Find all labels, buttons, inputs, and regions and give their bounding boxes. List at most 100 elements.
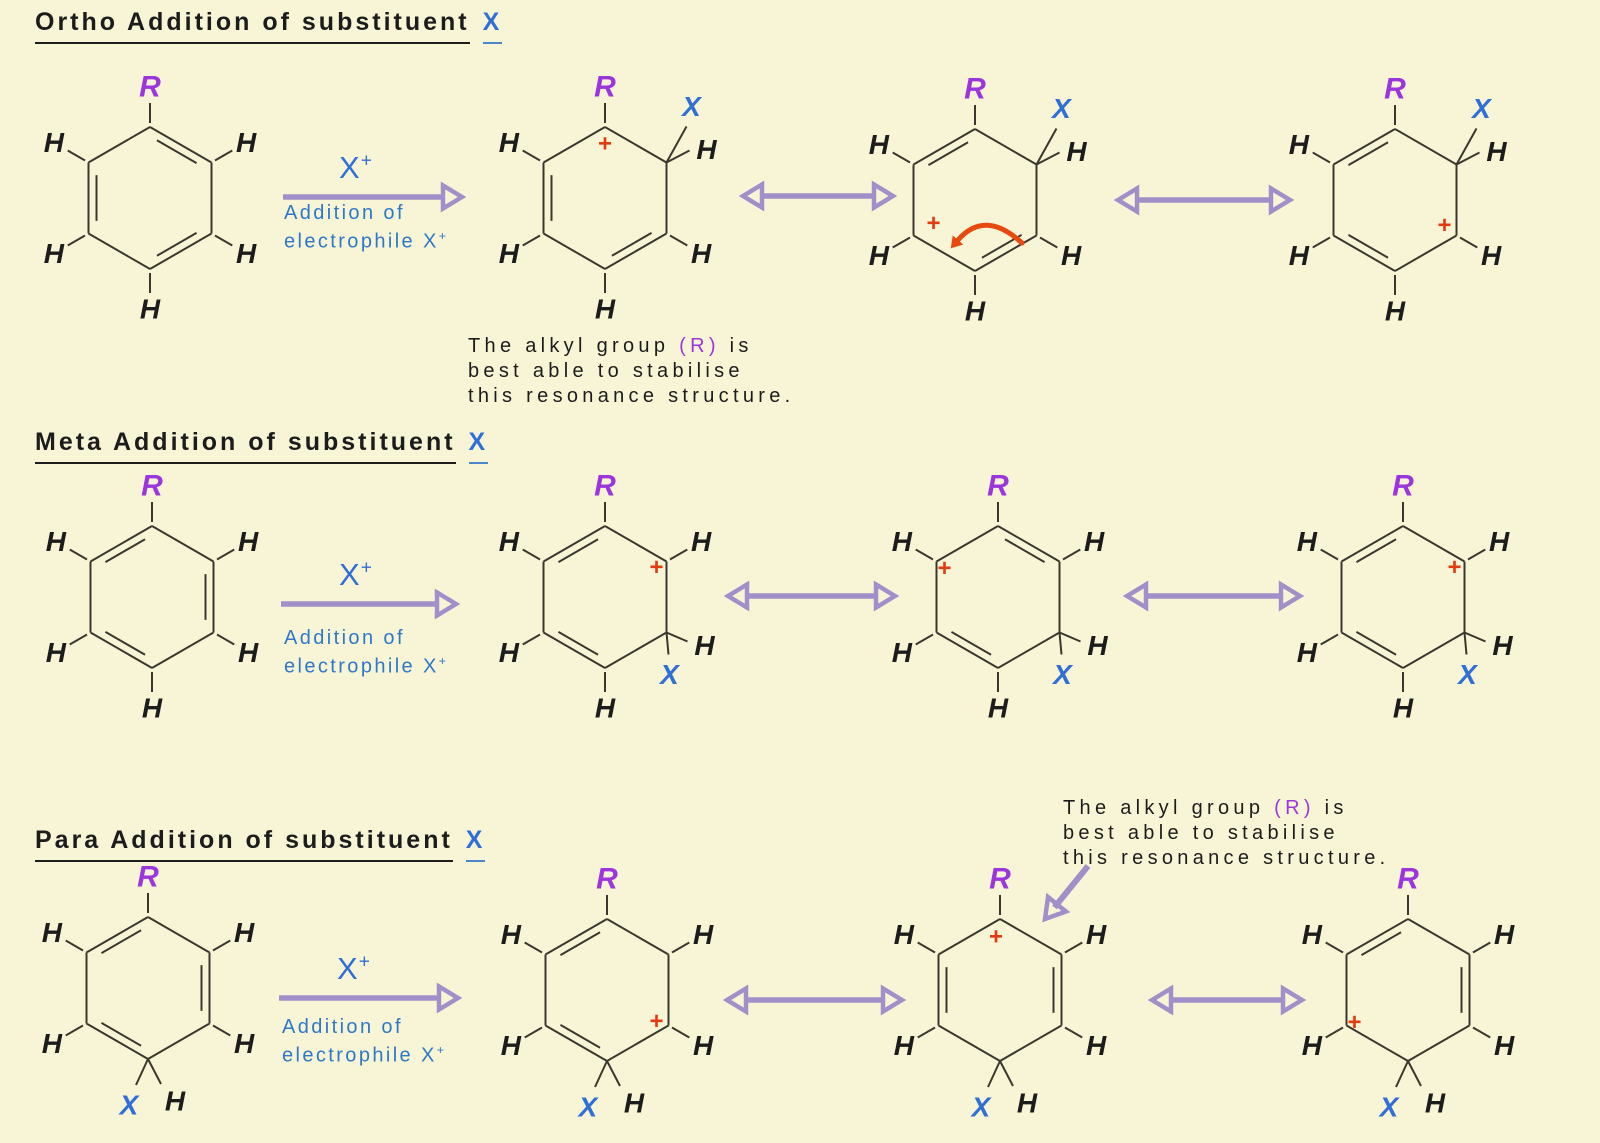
stability-caption-ortho-line3: this resonance structure. — [468, 385, 795, 407]
atom-label-H: H — [1302, 919, 1323, 950]
atom-label-H: H — [46, 637, 67, 668]
section-title-ortho-x: X — [482, 8, 503, 44]
positive-charge: + — [1447, 554, 1461, 581]
substituent-bond — [1325, 1026, 1344, 1039]
sp3-bond — [1463, 632, 1468, 655]
resonance-arrow-head-right — [880, 984, 907, 1016]
substituent-bond — [892, 236, 911, 249]
ring-bond — [913, 234, 976, 272]
reaction-note-ortho: Addition of electrophile X+ — [284, 202, 448, 254]
sp3-bond — [1464, 631, 1486, 643]
substituent-bond — [671, 1026, 690, 1039]
stability-caption-ortho-line2: best able to stabilise — [468, 360, 744, 382]
ring-bond — [543, 525, 606, 563]
substituent-bond — [522, 234, 541, 247]
sp3-bond — [1455, 128, 1478, 165]
double-bond-inner — [156, 139, 198, 164]
sp3-bond — [1456, 151, 1480, 166]
atom-label-H: H — [1066, 136, 1087, 167]
ring-bond — [938, 918, 1001, 956]
atom-label-H: H — [238, 637, 259, 668]
atom-label-H: H — [892, 637, 913, 668]
electrophile-plus-para: + — [358, 951, 371, 973]
double-bond-inner — [156, 232, 198, 257]
substituent-bond — [524, 941, 543, 954]
atom-label-H: H — [1385, 296, 1406, 327]
double-bond-inner — [557, 538, 599, 563]
atom-label-H: H — [140, 294, 161, 325]
atom-label-H: H — [595, 294, 616, 325]
atom-label-X: X — [577, 1092, 600, 1123]
atom-label-H: H — [1086, 1030, 1107, 1061]
resonance-arrow-meta-2 — [1122, 580, 1305, 612]
reaction-arrow-head — [434, 588, 461, 620]
electrophile-plus-ortho: + — [360, 150, 373, 172]
ring-bond — [936, 631, 999, 669]
double-bond-inner — [557, 631, 599, 656]
ring-bond — [543, 232, 606, 270]
resonance-arrow-para-2 — [1147, 984, 1307, 1016]
resonance-arrow-head-right — [1280, 984, 1307, 1016]
sp3-bond — [999, 1060, 1014, 1087]
double-bond-inner — [1347, 141, 1389, 166]
ring-bond — [1346, 1024, 1409, 1062]
stability-caption-para-line3: this resonance structure. — [1063, 847, 1390, 869]
ring-bond — [606, 918, 669, 956]
ring-bond — [90, 525, 153, 563]
atom-label-H: H — [694, 630, 715, 661]
substituent-bond — [892, 151, 911, 164]
substituent-bond — [1472, 1026, 1491, 1039]
substituent-bond — [669, 234, 688, 247]
resonance-arrow-ortho-2 — [1113, 184, 1295, 216]
section-title-ortho: Ortho Addition of substituent X — [35, 8, 503, 44]
ring-bond — [974, 234, 1037, 272]
atom-label-H: H — [1086, 919, 1107, 950]
substituent-bond — [915, 548, 934, 561]
substituent-bond — [1320, 633, 1339, 646]
atom-label-H: H — [693, 1030, 714, 1061]
stability-caption-ortho: The alkyl group (R) is best able to stab… — [468, 334, 795, 409]
reaction-note-para-line1: Addition of — [282, 1016, 403, 1038]
atom-label-R: R — [987, 470, 1009, 503]
positive-charge: + — [1437, 212, 1451, 239]
ring-bond — [151, 631, 214, 669]
ring-bond — [88, 126, 151, 164]
substituent-bond — [67, 234, 86, 247]
atom-label-H: H — [1494, 919, 1515, 950]
atom-label-H: H — [238, 526, 259, 557]
atom-label-R: R — [594, 470, 616, 503]
atom-label-H: H — [988, 693, 1009, 724]
double-bond-inner — [559, 931, 601, 956]
atom-label-R: R — [1384, 73, 1406, 106]
sp3-bond — [665, 632, 670, 655]
double-bond-inner — [100, 929, 142, 954]
sp3-bond — [594, 1060, 608, 1088]
section-title-ortho-text: Ortho Addition of substituent — [35, 8, 470, 44]
sp3-bond — [135, 1058, 149, 1086]
atom-label-H: H — [1492, 630, 1513, 661]
positive-charge: + — [989, 924, 1003, 951]
atom-label-H: H — [1481, 240, 1502, 271]
atom-label-R: R — [596, 863, 618, 896]
ring-bond — [604, 126, 667, 164]
atom-label-H: H — [1494, 1030, 1515, 1061]
atom-label-H: H — [234, 917, 255, 948]
ring-bond — [604, 631, 667, 669]
ring-bond — [149, 232, 212, 270]
reaction-note-meta-line1: Addition of — [284, 627, 405, 649]
ring-bond — [1346, 918, 1409, 956]
electrophile-symbol-meta: X+ — [339, 557, 373, 593]
stability-caption-ortho-line1: The alkyl group (R) is — [468, 335, 753, 357]
double-bond-inner — [1355, 538, 1397, 563]
positive-charge: + — [1347, 1009, 1361, 1036]
reaction-note-ortho-line1: Addition of — [284, 202, 405, 224]
double-bond-inner — [559, 1024, 601, 1049]
atom-label-X: X — [118, 1090, 141, 1121]
atom-label-H: H — [892, 526, 913, 557]
atom-label-X: X — [1378, 1092, 1401, 1123]
ring-bond — [147, 1022, 210, 1060]
substituent-bond — [524, 1026, 543, 1039]
section-title-meta-text: Meta Addition of substituent — [35, 428, 456, 464]
